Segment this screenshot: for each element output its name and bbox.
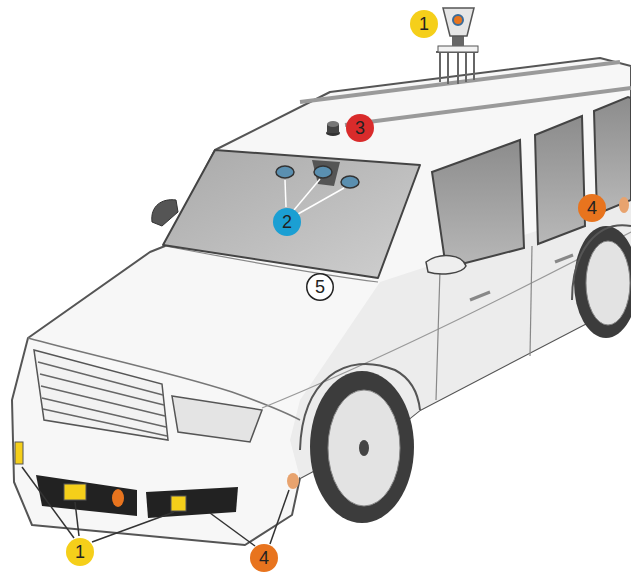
callout-disc	[578, 194, 606, 222]
callout-circle: 4	[250, 544, 278, 572]
leader-line	[294, 179, 320, 210]
camera	[314, 166, 332, 178]
grille-slats	[38, 362, 167, 436]
callout-circle: 1	[66, 538, 94, 566]
tire	[310, 371, 414, 523]
bumper-vent	[146, 487, 238, 518]
callout-circle: 1	[410, 10, 438, 38]
door-handle	[555, 255, 573, 262]
lidar-lens	[453, 15, 463, 25]
camera	[276, 166, 294, 178]
leader-line	[22, 467, 74, 538]
callout-circle: 2	[273, 208, 301, 236]
callout-disc	[273, 208, 301, 236]
wheel-rim	[586, 241, 630, 325]
leader-line	[210, 513, 255, 546]
side-window	[535, 116, 585, 244]
door-seam	[530, 246, 532, 356]
lidar-plate	[438, 46, 478, 52]
side-mirror	[426, 256, 466, 274]
callout-number: 5	[315, 278, 325, 296]
callout-disc	[307, 274, 334, 301]
side-window	[432, 140, 524, 268]
door-handle	[470, 292, 490, 300]
callout-circle: 4	[578, 194, 606, 222]
leader-line	[298, 188, 344, 214]
leader-line	[75, 502, 79, 536]
callout-number: 2	[282, 213, 292, 231]
callout-number: 1	[419, 15, 429, 33]
roof-rail	[345, 88, 631, 125]
callout-circle: 3	[346, 114, 374, 142]
wheel-arch	[300, 364, 420, 450]
callout-disc	[410, 10, 438, 38]
camera	[341, 176, 359, 188]
wheel-arch	[572, 225, 631, 300]
grille	[34, 350, 168, 440]
callout-number: 4	[587, 199, 597, 217]
ultrasonic-sensor	[619, 197, 629, 213]
tire	[574, 226, 631, 338]
radar-sensor	[15, 442, 23, 464]
callout-disc	[66, 538, 94, 566]
headlight	[172, 396, 262, 442]
callout-disc	[250, 544, 278, 572]
wheel-hub	[359, 440, 369, 456]
door-seam	[436, 270, 440, 400]
side-mirror	[152, 200, 178, 226]
car-body	[12, 58, 631, 545]
radar-sensor	[171, 496, 186, 511]
callout-circle: 5	[306, 273, 334, 301]
leader-line	[92, 512, 174, 542]
lidar-neck	[452, 36, 464, 46]
antenna-top	[327, 121, 339, 127]
ultrasonic-sensor	[112, 489, 124, 507]
callout-number: 4	[259, 549, 269, 567]
callout-disc	[346, 114, 374, 142]
ultrasonic-sensor	[287, 473, 299, 489]
lidar-mount	[436, 52, 478, 84]
wheel-rim	[328, 390, 400, 506]
camera-mount	[312, 160, 340, 186]
lidar-head	[443, 8, 474, 36]
callout-number: 3	[355, 119, 365, 137]
leader-line	[270, 490, 289, 544]
radar-sensor	[64, 484, 86, 500]
leader-line	[285, 180, 286, 207]
bumper-vent	[36, 475, 137, 516]
callout-number: 1	[75, 543, 85, 561]
windshield	[163, 150, 420, 278]
